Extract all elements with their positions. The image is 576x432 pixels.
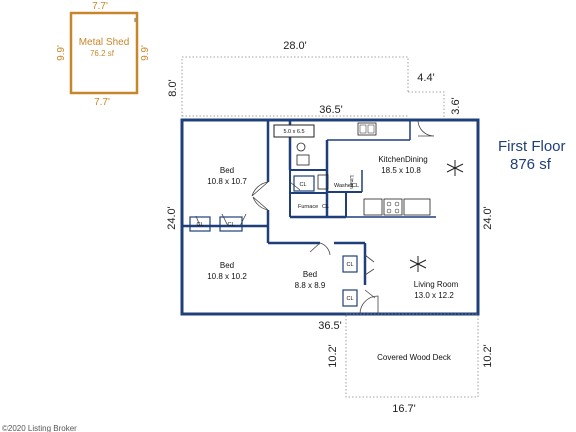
dim-bump-depth: 3.6' bbox=[450, 97, 462, 114]
closet-label: CL bbox=[227, 222, 234, 228]
closet-label: CL bbox=[346, 262, 353, 268]
shed-dim-bottom: 7.7' bbox=[94, 97, 110, 108]
closet-label: CL bbox=[299, 182, 306, 188]
counter-2 bbox=[403, 198, 431, 216]
bath-sink bbox=[296, 154, 310, 166]
bed1-name: Bed bbox=[220, 166, 234, 175]
furnace-closet-label: CL bbox=[322, 204, 329, 210]
living-name: Living Room bbox=[414, 280, 459, 289]
doors bbox=[195, 119, 435, 315]
tub-size: 5.0 x 6.5 bbox=[283, 129, 304, 135]
dim-house-bottom: 36.5' bbox=[318, 320, 342, 332]
dim-deck-right: 10.2' bbox=[482, 344, 494, 368]
deck-outline bbox=[345, 313, 479, 398]
deck-name: Covered Wood Deck bbox=[377, 353, 452, 362]
washer-label: Washer bbox=[334, 183, 353, 189]
stove bbox=[383, 198, 403, 216]
linen-closet-label: Linen bbox=[348, 175, 354, 188]
bed3-name: Bed bbox=[303, 270, 317, 279]
washer bbox=[317, 174, 329, 190]
bed2-name: Bed bbox=[220, 261, 234, 270]
closet-label: CL bbox=[346, 296, 353, 302]
shed-title: Metal Shed bbox=[79, 37, 130, 48]
bed1-size: 10.8 x 10.7 bbox=[207, 177, 247, 186]
dim-house-top: 36.5' bbox=[319, 104, 343, 116]
bed2-size: 10.8 x 10.2 bbox=[207, 272, 247, 281]
kitchen-size: 18.5 x 10.8 bbox=[381, 166, 421, 175]
outline-dotted bbox=[181, 56, 445, 120]
floor-area: 876 sf bbox=[510, 156, 552, 173]
shed-dim-left: 9.9' bbox=[56, 45, 67, 61]
furnace-label: Furnace bbox=[298, 204, 318, 210]
kitchen-name: KitchenDining bbox=[378, 155, 427, 164]
kitchen-sink bbox=[357, 122, 377, 136]
copyright: ©2020 Listing Broker bbox=[2, 424, 77, 432]
metal-shed: Metal Shed 76.2 sf 7.7' 7.7' 9.9' 9.9' bbox=[56, 1, 151, 108]
bathtub bbox=[273, 124, 315, 138]
dim-house-left: 24.0' bbox=[166, 206, 178, 230]
shed-area: 76.2 sf bbox=[90, 49, 115, 58]
living-size: 13.0 x 12.2 bbox=[414, 291, 454, 300]
closets: CL CL CL CL CL Linen Washer CL Furnace C… bbox=[189, 175, 359, 307]
shed-dim-top: 7.7' bbox=[92, 1, 108, 12]
exterior-wall bbox=[180, 118, 480, 316]
dim-top-outer: 28.0' bbox=[283, 40, 307, 52]
covered-deck: Covered Wood Deck bbox=[345, 313, 479, 398]
counter bbox=[363, 198, 383, 216]
shed-outline bbox=[69, 11, 139, 95]
dim-house-right: 24.0' bbox=[482, 206, 494, 230]
shed-dim-right: 9.9' bbox=[140, 45, 151, 61]
dim-left-outer: 8.0' bbox=[167, 79, 179, 96]
ceiling-fan-icon bbox=[409, 256, 427, 272]
bed3-size: 8.8 x 8.9 bbox=[295, 281, 326, 290]
toilet bbox=[296, 142, 306, 152]
ceiling-fan-icon bbox=[446, 160, 464, 176]
closet-label: CL bbox=[196, 222, 203, 228]
dim-deck-left: 10.2' bbox=[327, 344, 339, 368]
dim-bump-width: 4.4' bbox=[417, 72, 434, 84]
washer-closet-label: CL bbox=[352, 183, 359, 189]
fixtures: 5.0 x 6.5 bbox=[273, 122, 464, 272]
floor-name: First Floor bbox=[498, 138, 566, 155]
dim-deck-bottom: 16.7' bbox=[392, 403, 416, 415]
